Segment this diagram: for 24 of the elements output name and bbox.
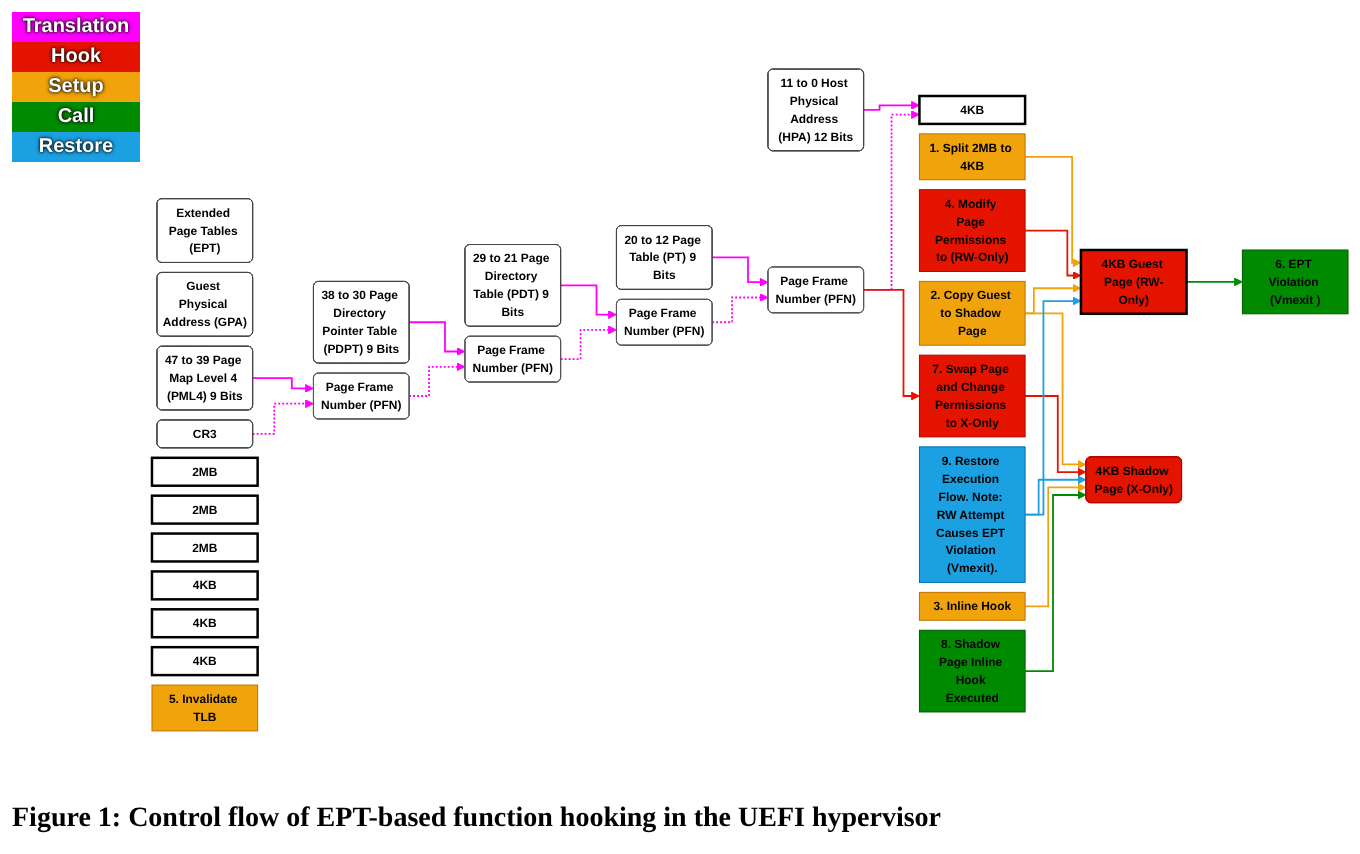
- arrow: [1024, 490, 1087, 672]
- arrow: [1024, 483, 1087, 608]
- legend-label: Translation: [22, 16, 130, 38]
- arrow: [1024, 475, 1087, 516]
- arrow: [862, 100, 920, 111]
- arrow: [1185, 277, 1243, 287]
- figure-caption: Figure 1: Control flow of EPT-based function hooking in the UEFI hypervisor: [12, 804, 942, 836]
- arrow: [408, 321, 466, 356]
- arrow: [559, 325, 617, 361]
- arrow: [1024, 155, 1082, 268]
- legend-label: Setup: [48, 76, 104, 98]
- arrow: [711, 256, 769, 287]
- arrow: [711, 293, 769, 324]
- arrow: [862, 288, 920, 401]
- arrow: [251, 377, 314, 393]
- arrow: [251, 399, 314, 435]
- arrow: [559, 284, 617, 319]
- legend-label: Restore: [38, 136, 114, 158]
- arrow: [1024, 312, 1087, 469]
- legend-label: Call: [57, 106, 95, 128]
- arrow: [1024, 229, 1082, 280]
- arrow: [408, 362, 466, 397]
- arrow: [1024, 395, 1087, 477]
- legend-label: Hook: [51, 46, 101, 68]
